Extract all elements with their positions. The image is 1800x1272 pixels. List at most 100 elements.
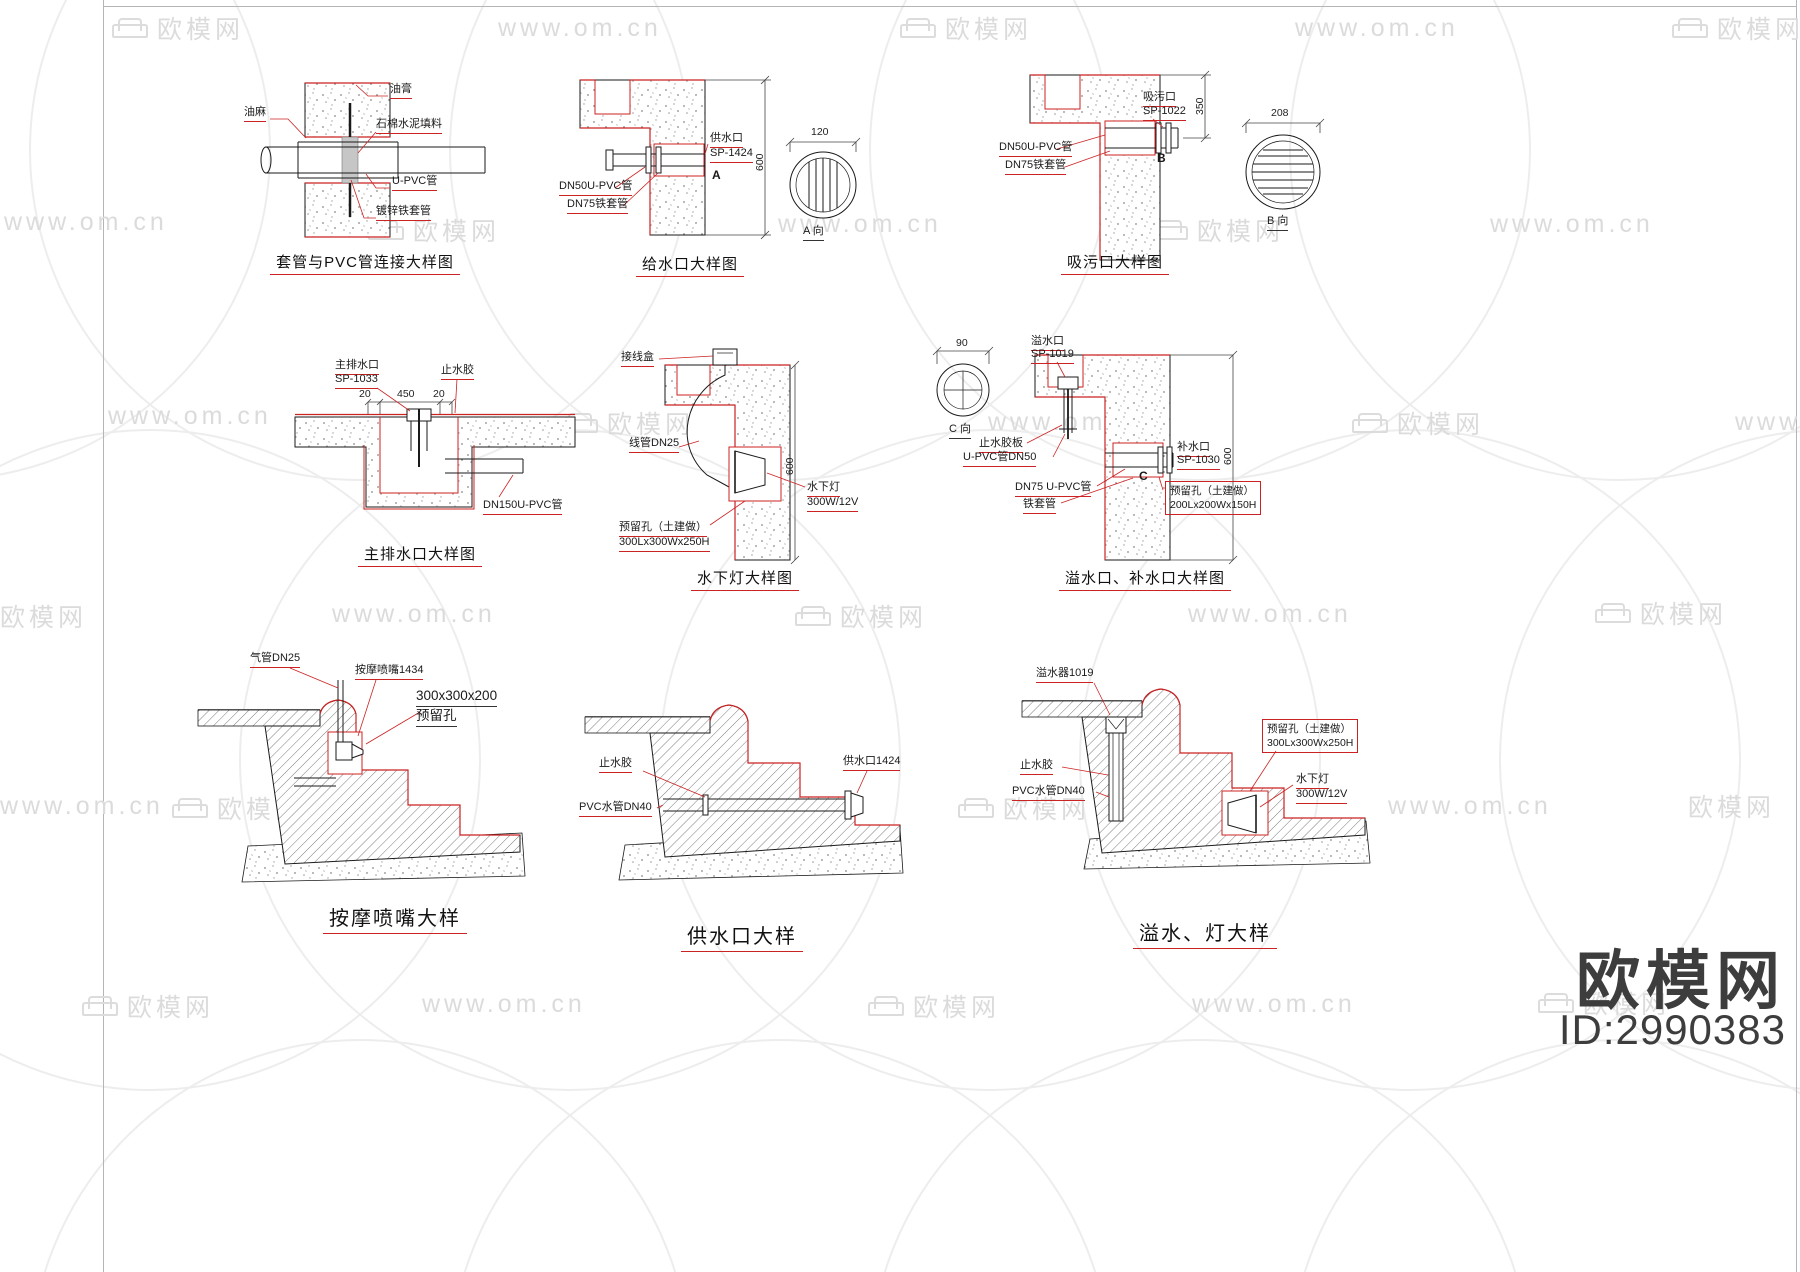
panel-title: 溢水口、补水口大样图 (1035, 567, 1255, 591)
sofa-icon (82, 996, 118, 1016)
detail-massage-nozzle: 气管DN25 按摩喷嘴1434 300x300x200 预留孔 按摩喷嘴大样 (190, 640, 530, 950)
watermark-text: www.om.cn (0, 792, 164, 820)
detail-suction-port: 吸污口 SP-1022 B DN50U-PVC管 DN75铁套管 350 208… (995, 55, 1365, 290)
dimension-middle: 450 (397, 388, 415, 400)
label-pvc-pipe: DN50U-PVC管 (559, 180, 633, 196)
label-pvc50: U-PVC管DN50 (963, 451, 1037, 467)
watermark: 欧模网 (1595, 595, 1727, 631)
label-reserved-hole: 预留孔（土建做） (619, 521, 707, 537)
sheet-frame-top (103, 6, 1796, 7)
label-makeup-code: SP-1030 (1177, 454, 1220, 470)
sofa-icon (1352, 413, 1388, 433)
label-reserved-hole: 预留孔（土建做）300Lx300Wx250H (1262, 719, 1359, 754)
label-upvc-pipe: U-PVC管 (392, 175, 438, 191)
panel-title: 水下灯大样图 (645, 567, 845, 591)
watermark: www.om.cn (498, 14, 662, 43)
label-lamp-spec: 300W/12V (807, 496, 859, 512)
label-waterstop: 止水胶 (599, 757, 632, 773)
drawing-linework (579, 75, 861, 240)
watermark: 欧模网 (1538, 985, 1670, 1021)
watermark: www.om.cn (1490, 210, 1654, 239)
label-iron-sleeve: DN75铁套管 (567, 198, 629, 214)
section-marker-a: A (712, 168, 721, 182)
label-supply-port: 供水口 (710, 132, 743, 148)
label-hole-size: 300x300x200 (416, 688, 498, 707)
dimension-width: 90 (956, 337, 968, 349)
watermark-text: www.om.cn (1188, 600, 1352, 628)
drawing-linework (1021, 682, 1371, 870)
watermark-text: www.om.cn (1192, 990, 1356, 1018)
label-makeup-port: 补水口 (1177, 441, 1210, 457)
label-oakum: 油麻 (244, 106, 266, 122)
label-hole-size: 300Lx300Wx250H (619, 536, 710, 552)
detail-supply-port-pool-edge: 止水胶 PVC水管DN40 供水口1424 供水口大样 (555, 675, 915, 965)
label-junction-box: 接线盒 (621, 351, 654, 367)
sofa-icon (1538, 993, 1574, 1013)
watermark: 欧模网 (1672, 10, 1800, 46)
label-iron-sleeve: 铁套管 (1023, 498, 1056, 514)
label-waterstop: 止水胶 (1020, 759, 1053, 775)
watermark-text: www.om.cn (778, 210, 942, 238)
detail-overflow-lamp: 溢水器1019 止水胶 PVC水管DN40 预留孔（土建做）300Lx300Wx… (1010, 655, 1390, 965)
label-seal-plate: 止水胶板 (979, 437, 1023, 453)
watermark-text: www.om.cn (422, 990, 586, 1018)
view-label-c: C 向 (949, 423, 971, 439)
label-underwater-lamp: 水下灯 (1296, 773, 1329, 789)
drawing-linework (1029, 70, 1325, 261)
label-suction-code: SP-1022 (1143, 105, 1186, 121)
panel-title: 主排水口大样图 (295, 543, 545, 567)
watermark: www.om.cn (778, 210, 942, 239)
detail-underwater-light: 接线盒 线管DN25 水下灯 300W/12V 预留孔（土建做） 300Lx30… (615, 345, 905, 591)
watermark-text: 欧模网 (840, 604, 928, 632)
dimension-width: 208 (1271, 107, 1289, 119)
label-supply-port: 供水口1424 (843, 755, 901, 771)
label-reserved-hole: 预留孔 (416, 708, 457, 727)
dimension-left: 20 (359, 388, 371, 400)
view-label-a: A 向 (803, 225, 824, 241)
watermark: www.om.cn (108, 402, 272, 431)
watermark: 欧模网 (1152, 212, 1284, 248)
panel-title: 套管与PVC管连接大样图 (250, 251, 480, 275)
detail-overflow-makeup-port: 90 C 向 溢水口 SP-1019 止水胶板 U-PVC管DN50 补水口 S… (915, 335, 1270, 591)
watermark: www.om.cn (0, 792, 164, 821)
watermark-text: www.om.cn (1490, 210, 1654, 238)
sofa-icon (958, 798, 994, 818)
label-waterstop: 止水胶 (441, 364, 474, 380)
drawing-linework (658, 348, 806, 565)
view-label-b: B 向 (1267, 215, 1289, 231)
watermark-text: www.om.cn (332, 600, 496, 628)
panel-title: 供水口大样 (592, 920, 892, 952)
sofa-icon (172, 798, 208, 818)
label-conduit: 线管DN25 (629, 437, 680, 453)
watermark-text: 欧模网 (0, 604, 88, 632)
label-iron-sleeve: DN75铁套管 (1005, 159, 1067, 175)
label-main-drain: 主排水口 (335, 359, 379, 375)
watermark-text: 欧模网 (1717, 16, 1800, 44)
watermark-text: 欧模网 (157, 16, 245, 44)
detail-sleeve-pvc-connection: 油膏 油麻 石棉水泥填料 U-PVC管 镀锌铁套管 套管与PVC管连接大样图 (230, 75, 500, 280)
watermark-text: www.om.cn (108, 402, 272, 430)
sofa-icon (112, 18, 148, 38)
watermark-text: www.om.cn (1295, 14, 1459, 42)
panel-title: 吸污口大样图 (995, 251, 1235, 275)
label-main-drain-code: SP-1033 (335, 373, 378, 389)
sofa-icon (1672, 18, 1708, 38)
label-grease: 油膏 (390, 83, 412, 99)
section-marker-b: B (1157, 151, 1166, 165)
watermark: 欧模网 (1688, 788, 1775, 824)
sofa-icon (1595, 603, 1631, 623)
label-pvc-pipe: PVC水管DN40 (1012, 785, 1085, 801)
watermark: www.om.cn (332, 600, 496, 629)
watermark-text: www.om.cn (498, 14, 662, 42)
drawing-linework (260, 82, 486, 238)
dimension-height: 600 (754, 153, 766, 171)
dimension-height: 350 (1194, 97, 1206, 115)
watermark-text: 欧模网 (945, 16, 1033, 44)
watermark-text: 欧模网 (1688, 794, 1776, 822)
watermark: www.om.cn (422, 990, 586, 1019)
watermark: www.om.cn (1192, 990, 1356, 1019)
watermark-text: www.om.cn (4, 208, 168, 236)
drawing-linework (294, 378, 576, 510)
dimension-right: 20 (433, 388, 445, 400)
sofa-icon (868, 996, 904, 1016)
